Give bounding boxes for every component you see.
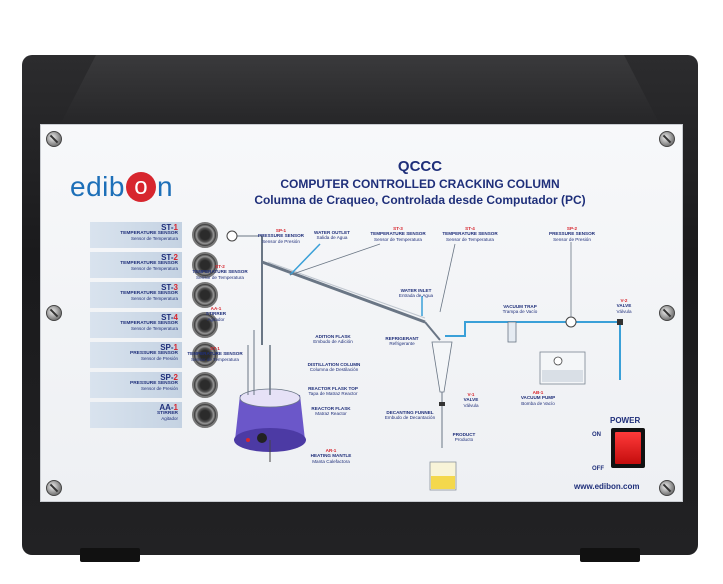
- st4-line: [439, 243, 456, 313]
- sensor-row: ST-3 TEMPERATURE SENSOR Sensor de Temper…: [90, 280, 220, 310]
- screw-icon: [659, 305, 675, 321]
- connector-socket-icon[interactable]: [192, 282, 218, 308]
- logo-o: o: [125, 172, 156, 202]
- connector-socket-icon[interactable]: [192, 372, 218, 398]
- sensor-row: ST-4 TEMPERATURE SENSOR Sensor de Temper…: [90, 310, 220, 340]
- cabinet-top: [60, 55, 660, 125]
- sensor-label: AA-1 STIRRER Agitador: [90, 402, 182, 428]
- connector-socket-icon[interactable]: [192, 402, 218, 428]
- screw-icon: [659, 131, 675, 147]
- screw-icon: [46, 305, 62, 321]
- power-off-label: OFF: [592, 466, 604, 472]
- power-on-label: ON: [592, 432, 601, 438]
- sensor-row: AA-1 STIRRER Agitador: [90, 400, 220, 430]
- power-switch[interactable]: [615, 432, 641, 464]
- screw-icon: [46, 480, 62, 496]
- sensor-label: ST-1 TEMPERATURE SENSOR Sensor de Temper…: [90, 222, 182, 248]
- vacuum-trap: [507, 321, 517, 343]
- sensor-label: ST-3 TEMPERATURE SENSOR Sensor de Temper…: [90, 282, 182, 308]
- power-label: POWER: [610, 416, 641, 425]
- sensor-label: ST-4 TEMPERATURE SENSOR Sensor de Temper…: [90, 312, 182, 338]
- sp1-gauge: [226, 230, 238, 242]
- edibon-logo: edib o n: [70, 170, 173, 204]
- screw-icon: [46, 131, 62, 147]
- adapter: [424, 321, 441, 341]
- st3-line: [289, 243, 381, 276]
- product-subtitle: Columna de Craqueo, Controlada desde Com…: [254, 193, 586, 207]
- logo-text: n: [156, 171, 173, 202]
- water-outlet-line: [289, 243, 321, 276]
- mantle-knob: [257, 433, 267, 443]
- connector-socket-icon[interactable]: [192, 252, 218, 278]
- logo-text: edib: [70, 171, 125, 202]
- vacuum-pump-body: [542, 370, 583, 382]
- sensor-row: ST-2 TEMPERATURE SENSOR Sensor de Temper…: [90, 250, 220, 280]
- vacuum-gauge-icon: [553, 356, 563, 366]
- product-liquid: [431, 476, 455, 489]
- cabinet-foot-right: [580, 548, 640, 562]
- decanting-funnel: [431, 341, 453, 393]
- connector-socket-icon[interactable]: [192, 342, 218, 368]
- sensor-label: SP-2 PRESSURE SENSOR Sensor de Presión: [90, 372, 182, 398]
- sensor-label: ST-2 TEMPERATURE SENSOR Sensor de Temper…: [90, 252, 182, 278]
- sp2-gauge: [565, 316, 577, 328]
- website-url: www.edibon.com: [574, 482, 640, 491]
- connector-socket-icon[interactable]: [192, 312, 218, 338]
- condenser-tube: [261, 260, 426, 324]
- sensor-row: ST-1 TEMPERATURE SENSOR Sensor de Temper…: [90, 220, 220, 250]
- vacuum-line: [445, 321, 513, 337]
- mantle-indicator: [246, 438, 250, 442]
- sensor-row: SP-1 PRESSURE SENSOR Sensor de Presión: [90, 340, 220, 370]
- sensor-label: SP-1 PRESSURE SENSOR Sensor de Presión: [90, 342, 182, 368]
- connector-socket-icon[interactable]: [192, 222, 218, 248]
- sensor-row: SP-2 PRESSURE SENSOR Sensor de Presión: [90, 370, 220, 400]
- cabinet-foot-left: [80, 548, 140, 562]
- screw-icon: [659, 480, 675, 496]
- sensor-connector-list: ST-1 TEMPERATURE SENSOR Sensor de Temper…: [90, 220, 220, 430]
- v1-valve: [439, 402, 445, 406]
- product-title: COMPUTER CONTROLLED CRACKING COLUMN: [280, 177, 560, 191]
- product-code: QCCC: [397, 158, 443, 175]
- v2-valve: [617, 319, 623, 325]
- heating-mantle: [235, 395, 305, 440]
